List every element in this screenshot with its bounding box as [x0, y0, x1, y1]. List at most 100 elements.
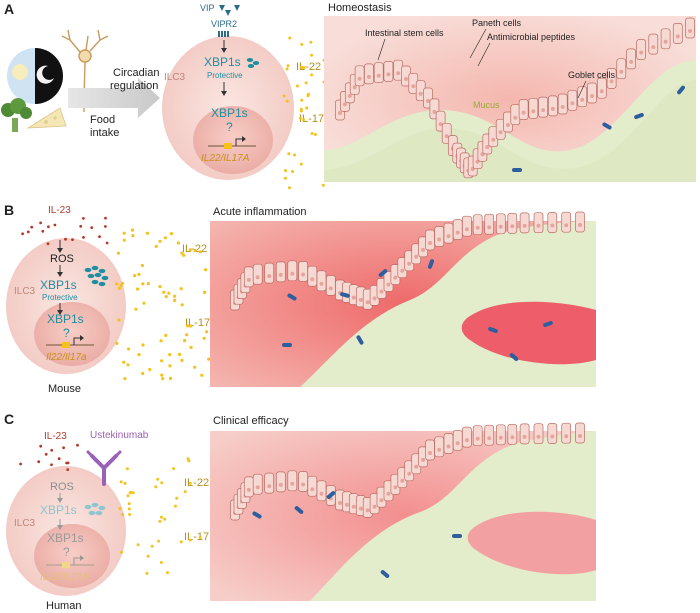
epithelial-nucleus — [365, 508, 370, 513]
cytokine-dot — [159, 515, 163, 519]
cytokine-dot — [193, 248, 197, 253]
cytokine-dot — [164, 295, 168, 299]
il23-dots-c — [19, 443, 79, 471]
tissue-title-c: Clinical efficacy — [213, 415, 289, 427]
epithelial-cell — [275, 471, 286, 493]
cytokine-dot — [158, 239, 162, 243]
epithelial-nucleus — [404, 77, 408, 81]
epithelial-nucleus — [414, 464, 419, 469]
dna-promoter-b — [46, 335, 94, 348]
epithelial-nucleus — [438, 122, 443, 127]
cytokine-dot — [286, 64, 290, 68]
cytokine-dot — [82, 217, 85, 220]
cytokine-dot — [205, 330, 209, 334]
epithelial-nucleus — [578, 434, 582, 438]
epithelial-cell — [519, 423, 530, 445]
gene-label-b: Il22/Il17a — [46, 352, 87, 363]
il23-label-b: IL-23 — [48, 205, 71, 216]
epithelial-nucleus — [351, 295, 356, 300]
epithelial-cell — [519, 212, 530, 234]
epithelial-cell — [648, 33, 659, 55]
epithelial-nucleus — [651, 45, 656, 50]
epithelial-cell — [264, 262, 275, 284]
panel-c: C IL-23 Ustekinumab ROS XBP1s XBP1s ? IL… — [4, 411, 596, 612]
il22-label-b: IL-22 — [182, 243, 207, 255]
food-intake-label: Food intake — [90, 114, 119, 139]
epithelial-nucleus — [491, 137, 496, 142]
question-mark-c: ? — [63, 545, 70, 559]
cytokine-dot — [307, 92, 310, 96]
epithelial-cell — [567, 89, 578, 111]
il17-label-b: IL-17 — [185, 317, 210, 329]
cytokine-dot — [122, 231, 126, 235]
cytokine-dot — [284, 169, 287, 173]
il22-label-a: IL-22 — [296, 61, 321, 73]
epithelial-nucleus — [487, 225, 492, 230]
cytokine-dot — [158, 285, 162, 289]
epithelial-nucleus — [428, 241, 432, 245]
epithelial-cell — [533, 423, 544, 445]
epithelial-cell — [462, 426, 472, 448]
epithelial-cell — [264, 472, 275, 494]
epithelial-nucleus — [319, 281, 324, 286]
cytokine-dot — [285, 67, 289, 71]
il23-label-c: IL-23 — [44, 431, 67, 442]
epithelial-nucleus — [301, 272, 306, 277]
epithelial-nucleus — [619, 69, 624, 74]
epithelial-nucleus — [255, 485, 260, 490]
epithelial-cell — [561, 211, 572, 233]
cytokine-dot — [150, 544, 154, 548]
epithelial-nucleus — [372, 296, 377, 301]
inflamed-area-b — [461, 301, 596, 365]
epithelial-nucleus — [290, 271, 295, 276]
cytokine-dot — [168, 364, 172, 368]
cytokine-dot — [284, 176, 287, 180]
epithelial-cell — [243, 476, 254, 498]
cytokine-dot — [198, 535, 202, 539]
cheese-icon — [26, 107, 67, 129]
epithelial-cell — [547, 423, 558, 444]
question-mark-a: ? — [226, 120, 233, 134]
cytokine-dot — [285, 99, 289, 103]
cytokine-dot — [79, 224, 83, 228]
cytokine-dot — [161, 377, 165, 381]
epithelial-nucleus — [590, 94, 594, 98]
cytokine-dot — [90, 226, 94, 230]
il23-dots-b — [21, 216, 109, 246]
cytokine-dot — [162, 290, 166, 294]
cytokine-dot — [163, 517, 167, 521]
epithelial-cell — [507, 423, 518, 445]
epithelial-nucleus — [358, 297, 363, 302]
dna-promoter-a — [208, 136, 256, 149]
cytokine-dot — [141, 343, 145, 347]
epithelial-cell — [660, 28, 671, 50]
epithelial-nucleus — [498, 435, 503, 440]
epithelial-nucleus — [428, 451, 432, 455]
il17-label-c: IL-17 — [184, 531, 209, 543]
antibody-icon — [86, 450, 122, 486]
epithelial-nucleus — [446, 444, 451, 449]
xbp1s-label-b: XBP1s — [40, 278, 77, 292]
epithelial-cell — [495, 213, 506, 235]
epithelial-cell — [596, 77, 607, 99]
cytokine-dot — [188, 481, 192, 485]
cytokine-dot — [169, 232, 174, 236]
epithelial-cell — [434, 436, 445, 458]
epithelial-cell — [685, 17, 695, 39]
epithelial-nucleus — [267, 484, 272, 489]
epithelial-cell — [587, 82, 597, 104]
cytokine-dot — [115, 341, 119, 345]
epithelial-cell — [518, 99, 529, 120]
cytokine-dot — [298, 116, 302, 120]
cytokine-dot — [64, 237, 67, 241]
epithelial-cell — [298, 261, 308, 282]
cytokine-dot — [39, 221, 42, 225]
epithelial-nucleus — [510, 435, 515, 440]
epithelial-cell — [484, 213, 495, 235]
cytokine-dot — [310, 73, 314, 77]
cytokine-dot — [179, 287, 183, 291]
epithelial-cell — [538, 96, 548, 118]
cytokine-dot — [187, 459, 191, 463]
epithelial-nucleus — [639, 50, 644, 55]
cytokine-dot — [163, 236, 167, 240]
